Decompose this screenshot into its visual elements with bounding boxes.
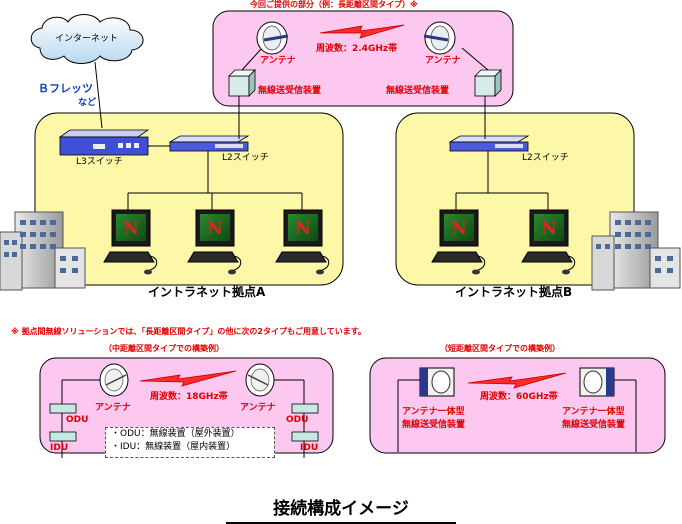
short-distance-title: （短距離区間タイプでの構築例） — [440, 344, 560, 353]
pc-a1-icon: N — [103, 209, 158, 275]
l3-switch-label: L3スイッチ — [76, 157, 123, 167]
svg-text:N: N — [207, 219, 223, 239]
base-b-label: イントラネット拠点B — [455, 285, 573, 299]
pc-b2-icon: N — [521, 209, 576, 275]
antenna-right-icon — [423, 21, 456, 55]
wireless-device-label-left: 無線送受信装置 — [258, 86, 322, 96]
building-b-icon — [591, 211, 681, 291]
note-text: ※ 拠点間無線ソリューションでは、「長距離区間タイプ」の他に次の2タイプもご用意… — [11, 327, 366, 336]
antenna-label-right: アンテナ — [425, 56, 461, 66]
integrated-antenna-right-icon — [579, 367, 615, 397]
internet-label: インターネット — [55, 34, 119, 44]
frequency-24ghz: 周波数：2.4GHz帯 — [316, 44, 398, 54]
l2-switch-b-icon — [448, 135, 530, 152]
antenna-left-icon — [256, 21, 289, 55]
svg-text:N: N — [123, 219, 139, 239]
wireless-device-left-icon — [228, 69, 256, 97]
odu-right-icon — [291, 403, 319, 414]
integrated-device-label-left: 無線送受信装置 — [402, 420, 466, 430]
odu-idu-legend: ・ODU：無線装置（屋外装置） ・IDU：無線装置（屋内装置） — [105, 427, 275, 458]
frequency-60ghz: 周波数：60GHz帯 — [480, 392, 558, 402]
antenna-label-mid-left: アンテナ — [95, 403, 131, 413]
l3-switch-icon — [58, 129, 150, 156]
antenna-mid-right-icon — [245, 363, 275, 397]
mid-distance-title: （中距離区間タイプでの構築例） — [104, 344, 224, 353]
internet-cloud-icon — [30, 14, 144, 64]
wireless-device-label-right: 無線送受信装置 — [386, 86, 450, 96]
idu-left-icon — [49, 431, 77, 442]
antenna-label-mid-right: アンテナ — [240, 403, 276, 413]
pc-b1-icon: N — [431, 209, 486, 275]
l2-switch-label-a: L2スイッチ — [222, 153, 269, 163]
svg-text:N: N — [541, 219, 557, 239]
idu-label-right: IDU — [300, 443, 319, 453]
idu-label-left: IDU — [50, 443, 69, 453]
integrated-antenna-label-left: アンテナ一体型 — [402, 407, 465, 417]
wireless-device-right-icon — [474, 69, 502, 97]
legend-odu: ・ODU：無線装置（屋外装置） — [111, 429, 240, 439]
base-a-label: イントラネット拠点A — [148, 285, 266, 299]
svg-text:N: N — [451, 219, 467, 239]
integrated-antenna-label-right: アンテナ一体型 — [562, 407, 625, 417]
l2-switch-label-b: L2スイッチ — [522, 153, 569, 163]
bottom-title: 接続構成イメージ — [226, 494, 456, 524]
antenna-label-left: アンテナ — [260, 56, 296, 66]
b-flets-etc-label: など — [78, 98, 97, 108]
wireless-signal-mid-icon — [139, 370, 237, 387]
wireless-signal-icon — [319, 24, 405, 39]
idu-right-icon — [291, 431, 319, 442]
odu-label-left: ODU — [66, 415, 89, 425]
frequency-18ghz: 周波数：18GHz帯 — [150, 392, 228, 402]
odu-label-right: ODU — [286, 415, 309, 425]
antenna-mid-left-icon — [99, 363, 129, 397]
wireless-signal-short-icon — [467, 372, 567, 389]
odu-left-icon — [49, 403, 77, 414]
pc-a2-icon: N — [187, 209, 242, 275]
integrated-device-label-right: 無線送受信装置 — [562, 420, 626, 430]
l2-switch-a-icon — [168, 135, 250, 152]
top-banner: 今回ご提供の部分（例：長距離区間タイプ）※ — [250, 0, 418, 9]
b-flets-label: Ｂフレッツ — [38, 82, 93, 95]
zone-short-distance — [369, 357, 666, 454]
svg-text:N: N — [295, 219, 311, 239]
pc-a3-icon: N — [275, 209, 330, 275]
legend-idu: ・IDU：無線装置（屋内装置） — [111, 442, 236, 452]
building-a-icon — [0, 211, 86, 291]
integrated-antenna-left-icon — [419, 367, 455, 397]
